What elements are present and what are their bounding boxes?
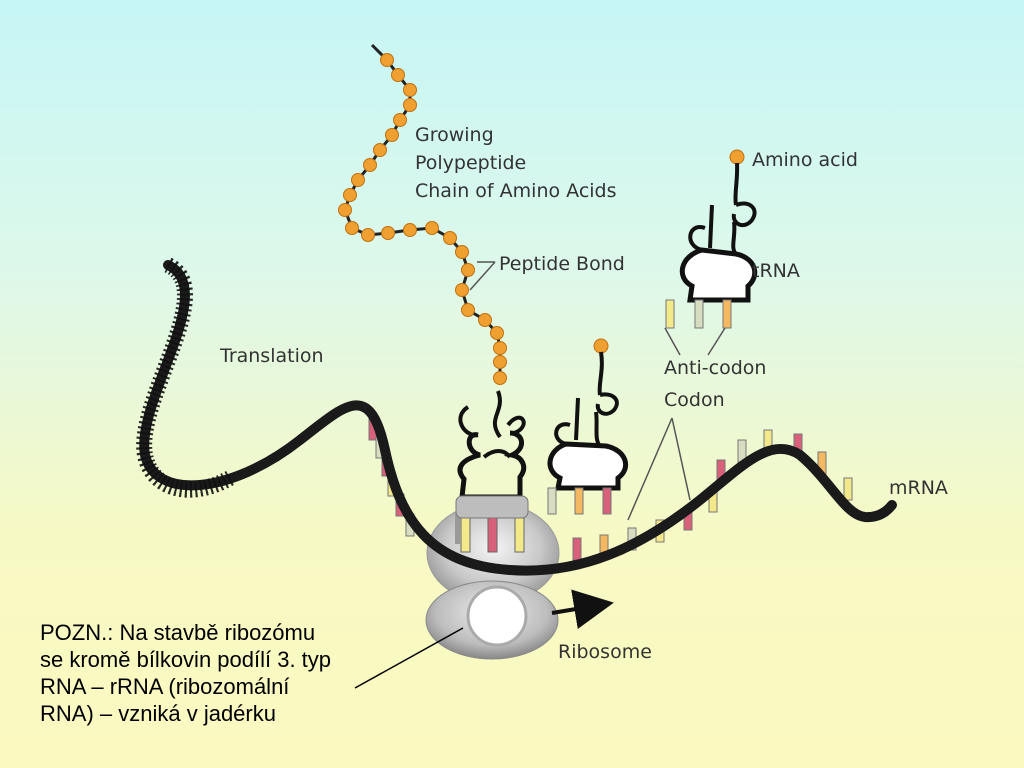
amino-acid-bead (391, 68, 405, 82)
amino-acid-bead (493, 355, 507, 369)
chain-backbone (343, 43, 502, 378)
growing-label: Growing Polypeptide Chain of Amino Acids (415, 124, 617, 202)
polypeptide-chain (338, 43, 507, 385)
trna-anticodon-base (460, 517, 471, 553)
trna-anticodon-base (487, 517, 498, 553)
amino-acid-bead (385, 128, 399, 142)
codon-base (843, 477, 853, 501)
amino-acid-bead (490, 326, 504, 340)
direction-arrow (551, 589, 614, 629)
trna-bound-2 (547, 338, 629, 515)
amino-acid-bead (461, 303, 475, 317)
amino-acid-bead (478, 313, 492, 327)
ribosome-channel (466, 585, 528, 647)
trna-label: tRNA (752, 260, 800, 282)
note-line: RNA) – vzniká v jadérku (40, 701, 276, 726)
amino-acid-bead (403, 223, 417, 237)
label-pointers (469, 261, 726, 521)
trna-bound-1 (457, 390, 527, 500)
ribosome-top-block (455, 495, 529, 519)
amino-acid-bead (373, 143, 387, 157)
amino-acid-beads (338, 53, 507, 385)
amino-acid-bead (361, 228, 375, 242)
trna-free (665, 149, 758, 329)
amino-acid-bead (351, 173, 365, 187)
amino-acid-bead (729, 149, 745, 165)
translation-label: Translation (219, 345, 324, 367)
amino-acid-bead (381, 226, 395, 240)
note-line: RNA – rRNA (ribozomální (40, 674, 290, 699)
amino-acid-bead (461, 263, 475, 277)
amino-acid-bead (403, 98, 417, 112)
ribosome-label: Ribosome (558, 641, 652, 663)
amino-acid-bead (380, 53, 394, 67)
amino-acid-label: Amino acid (752, 149, 858, 171)
codon-label: Codon (664, 389, 725, 411)
anticodon-label: Anti-codon (664, 357, 766, 379)
mrna-5prime-ticks (136, 257, 234, 498)
note-text: POZN.: Na stavbě ribozómu se kromě bílko… (40, 619, 400, 727)
note-line: se kromě bílkovin podílí 3. typ (40, 647, 332, 672)
note-line: POZN.: Na stavbě ribozómu (40, 620, 316, 645)
mrna-label: mRNA (889, 477, 948, 499)
amino-acid-bead (455, 245, 469, 259)
amino-acid-bead (345, 221, 359, 235)
amino-acid-bead (425, 221, 439, 235)
anticodon-base (665, 299, 675, 329)
amino-acid-bead (443, 231, 457, 245)
amino-acid-bead (493, 371, 507, 385)
note-pointer (354, 627, 464, 689)
anticodon-base (694, 299, 704, 329)
amino-acid-bead (455, 283, 469, 297)
amino-acid-bead (338, 203, 352, 217)
trna-anticodon-base (455, 514, 460, 544)
trna-anticodon-base (514, 517, 525, 553)
amino-acid-bead (493, 341, 507, 355)
anticodon-base (722, 299, 732, 329)
amino-acid-bead (343, 188, 357, 202)
amino-acid-bead (403, 83, 417, 97)
amino-acid-bead (363, 158, 377, 172)
codon-base (572, 537, 582, 561)
amino-acid-bead (393, 113, 407, 127)
peptide-bond-label: Peptide Bond (499, 253, 625, 275)
amino-acid-bead (593, 338, 609, 354)
